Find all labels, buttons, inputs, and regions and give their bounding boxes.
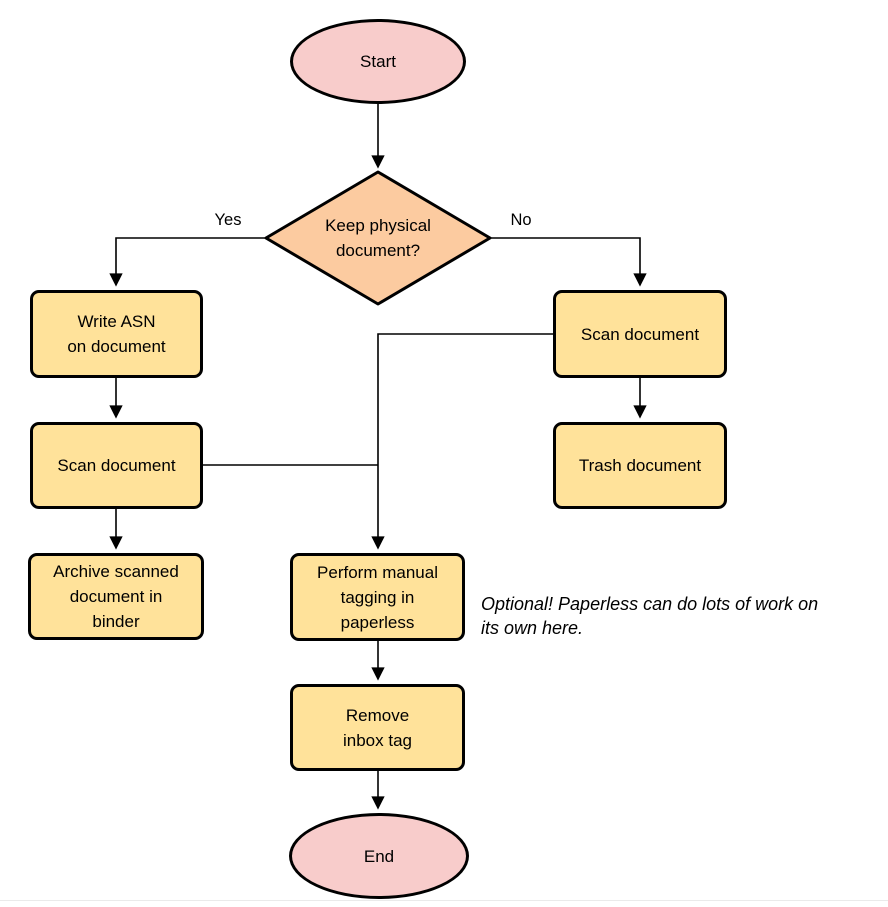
edge-decision-no-to-scan-right (490, 237, 647, 287)
edge-label-yes: Yes (214, 211, 242, 229)
bottom-rule-divider (0, 900, 888, 901)
node-trash-document: Trash document (553, 422, 727, 509)
decision-diamond-shape (264, 170, 492, 306)
node-scan-document-right: Scan document (553, 290, 727, 378)
node-start-label: Start (360, 52, 396, 71)
node-scan-document-right-label: Scan document (580, 324, 700, 344)
edge-label-no: No (510, 211, 532, 229)
node-start: Start (290, 19, 466, 104)
node-manual-tagging: Perform manual tagging in paperless (290, 553, 465, 641)
node-write-asn-label: Write ASN on document (67, 312, 166, 356)
annotation-optional-paperless: Optional! Paperless can do lots of work … (481, 594, 819, 638)
node-archive-binder: Archive scanned document in binder (28, 553, 204, 640)
node-remove-inbox-tag-label: Remove inbox tag (343, 705, 412, 750)
node-archive-binder-label: Archive scanned document in binder (53, 562, 179, 631)
node-remove-inbox-tag: Remove inbox tag (290, 684, 465, 771)
node-scan-document-left: Scan document (30, 422, 203, 509)
edge-decision-yes-to-write-asn (109, 237, 266, 287)
node-decision-label: Keep physical document? (325, 216, 431, 260)
edge-scan-right-to-tagging (371, 333, 553, 550)
node-write-asn: Write ASN on document (30, 290, 203, 378)
node-end: End (289, 813, 469, 899)
node-manual-tagging-label: Perform manual tagging in paperless (317, 562, 438, 632)
node-end-label: End (363, 846, 395, 866)
node-scan-document-left-label: Scan document (57, 456, 176, 475)
node-trash-document-label: Trash document (578, 456, 702, 475)
